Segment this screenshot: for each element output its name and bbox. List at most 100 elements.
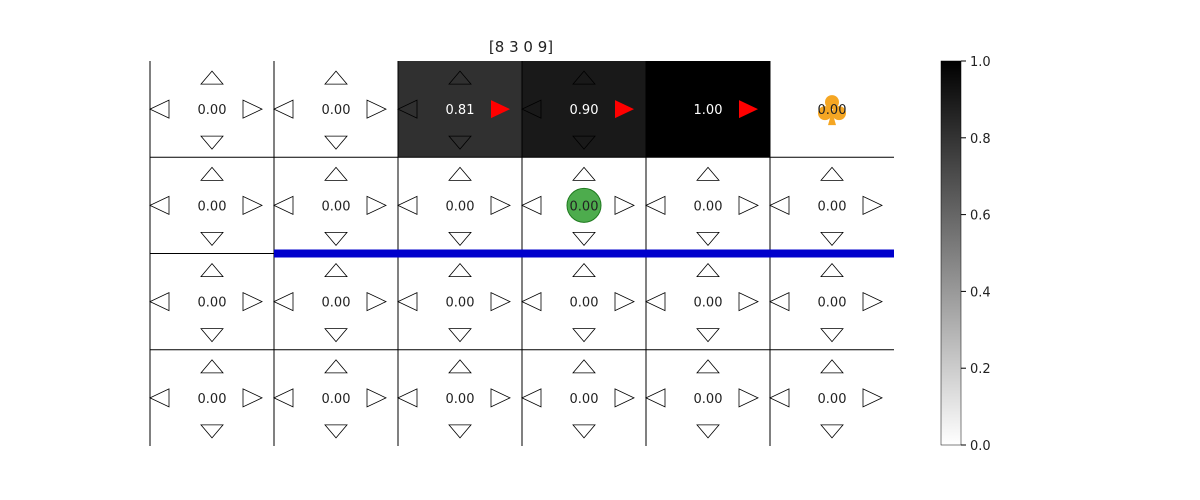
arrow-down-icon xyxy=(820,424,844,439)
arrow-up-icon xyxy=(696,263,720,278)
cell-value-label: 0.00 xyxy=(818,392,847,407)
arrow-left-icon xyxy=(149,388,170,408)
arrow-down-icon xyxy=(324,328,348,343)
cell-value-label: 0.00 xyxy=(818,199,847,214)
heatmap-cell xyxy=(646,157,770,254)
arrow-up-icon xyxy=(200,263,224,278)
arrow-left-icon xyxy=(769,291,790,312)
cell-value-label: 0.00 xyxy=(818,103,847,118)
arrow-down-icon xyxy=(324,424,348,439)
cell-value-label: 0.00 xyxy=(198,199,227,214)
arrow-up-icon xyxy=(696,359,720,374)
arrow-right-icon xyxy=(738,291,759,312)
arrow-up-icon xyxy=(200,166,224,181)
arrow-left-icon xyxy=(397,388,418,408)
arrow-down-icon xyxy=(448,328,472,343)
heatmap-cell xyxy=(150,61,274,158)
heatmap-cell xyxy=(274,61,398,158)
arrow-down-icon xyxy=(696,328,720,343)
colorbar-tick-label: 1.0 xyxy=(970,55,991,70)
arrow-up-icon xyxy=(324,70,348,85)
arrow-right-icon xyxy=(366,99,387,119)
arrow-right-icon xyxy=(242,195,263,216)
heatmap-cell xyxy=(274,253,398,350)
heatmap-cell xyxy=(398,157,522,254)
cell-value-label: 0.00 xyxy=(570,392,599,407)
action-arrows xyxy=(149,70,883,439)
colorbar-tick-label: 0.2 xyxy=(970,362,991,377)
colorbar-ticks: 0.0 0.2 0.4 0.6 0.8 1.0 xyxy=(961,55,991,454)
heatmap-cell xyxy=(646,253,770,350)
colorbar: 0.0 0.2 0.4 0.6 0.8 1.0 xyxy=(940,55,991,454)
colorbar-tick-label: 0.0 xyxy=(970,439,991,454)
arrow-up-icon xyxy=(572,166,596,181)
arrow-left-icon xyxy=(273,99,294,119)
arrow-up-icon xyxy=(448,359,472,374)
arrow-left-icon xyxy=(645,291,666,312)
colorbar-tick-label: 0.6 xyxy=(970,209,991,224)
arrow-left-icon xyxy=(149,195,170,216)
arrow-left-icon xyxy=(149,99,170,119)
arrow-right-icon xyxy=(366,291,387,312)
arrow-left-icon xyxy=(397,99,418,119)
arrow-right-icon xyxy=(490,388,511,408)
arrow-right-icon xyxy=(739,100,758,119)
heatmap-cell xyxy=(150,253,274,350)
heatmap-cell xyxy=(770,349,894,446)
arrow-up-icon xyxy=(448,263,472,278)
arrow-right-icon xyxy=(242,291,263,312)
arrow-left-icon xyxy=(273,195,294,216)
heatmap-cell xyxy=(398,253,522,350)
cell-value-label: 0.00 xyxy=(570,296,599,311)
arrow-down-icon xyxy=(572,231,596,246)
arrow-right-icon xyxy=(366,388,387,408)
arrow-up-icon xyxy=(448,70,472,85)
arrow-right-icon xyxy=(862,291,883,312)
arrow-right-icon xyxy=(614,195,635,216)
arrow-left-icon xyxy=(273,388,294,408)
arrow-up-icon xyxy=(572,263,596,278)
cell-value-label: 0.00 xyxy=(322,392,351,407)
arrow-left-icon xyxy=(273,291,294,312)
arrow-right-icon xyxy=(738,195,759,216)
cell-value-label: 0.00 xyxy=(694,392,723,407)
colorbar-tick-label: 0.8 xyxy=(970,132,991,147)
colorbar-tick-label: 0.4 xyxy=(970,285,991,300)
cell-markers xyxy=(566,95,846,223)
cell-value-label: 0.00 xyxy=(694,199,723,214)
arrow-left-icon xyxy=(397,195,418,216)
arrow-right-icon xyxy=(242,388,263,408)
arrow-down-icon xyxy=(820,231,844,246)
cell-value-label: 0.00 xyxy=(694,296,723,311)
arrow-down-icon xyxy=(448,231,472,246)
arrow-left-icon xyxy=(769,195,790,216)
cell-value-label: 1.00 xyxy=(694,103,723,118)
cell-value-label: 0.00 xyxy=(570,199,599,214)
cell-value-label: 0.00 xyxy=(198,296,227,311)
cell-value-label: 0.00 xyxy=(322,296,351,311)
arrow-left-icon xyxy=(397,291,418,312)
arrow-left-icon xyxy=(769,388,790,408)
arrow-right-icon xyxy=(614,388,635,408)
heatmap-cell xyxy=(398,349,522,446)
cell-value-label: 0.00 xyxy=(322,103,351,118)
arrow-right-icon xyxy=(490,291,511,312)
cell-value-label: 0.00 xyxy=(198,392,227,407)
heatmap-cell xyxy=(274,349,398,446)
heatmap-cell xyxy=(150,349,274,446)
heatmap-cell xyxy=(274,157,398,254)
arrow-left-icon xyxy=(521,291,542,312)
arrow-down-icon xyxy=(448,424,472,439)
chart-title: [8 3 0 9] xyxy=(489,38,553,56)
arrow-down-icon xyxy=(696,231,720,246)
heatmap-cell xyxy=(150,157,274,254)
arrow-right-icon xyxy=(490,195,511,216)
arrow-down-icon xyxy=(448,135,472,150)
arrow-up-icon xyxy=(324,166,348,181)
arrow-left-icon xyxy=(521,99,542,119)
arrow-up-icon xyxy=(448,166,472,181)
arrow-right-icon xyxy=(615,100,634,119)
arrow-down-icon xyxy=(200,231,224,246)
